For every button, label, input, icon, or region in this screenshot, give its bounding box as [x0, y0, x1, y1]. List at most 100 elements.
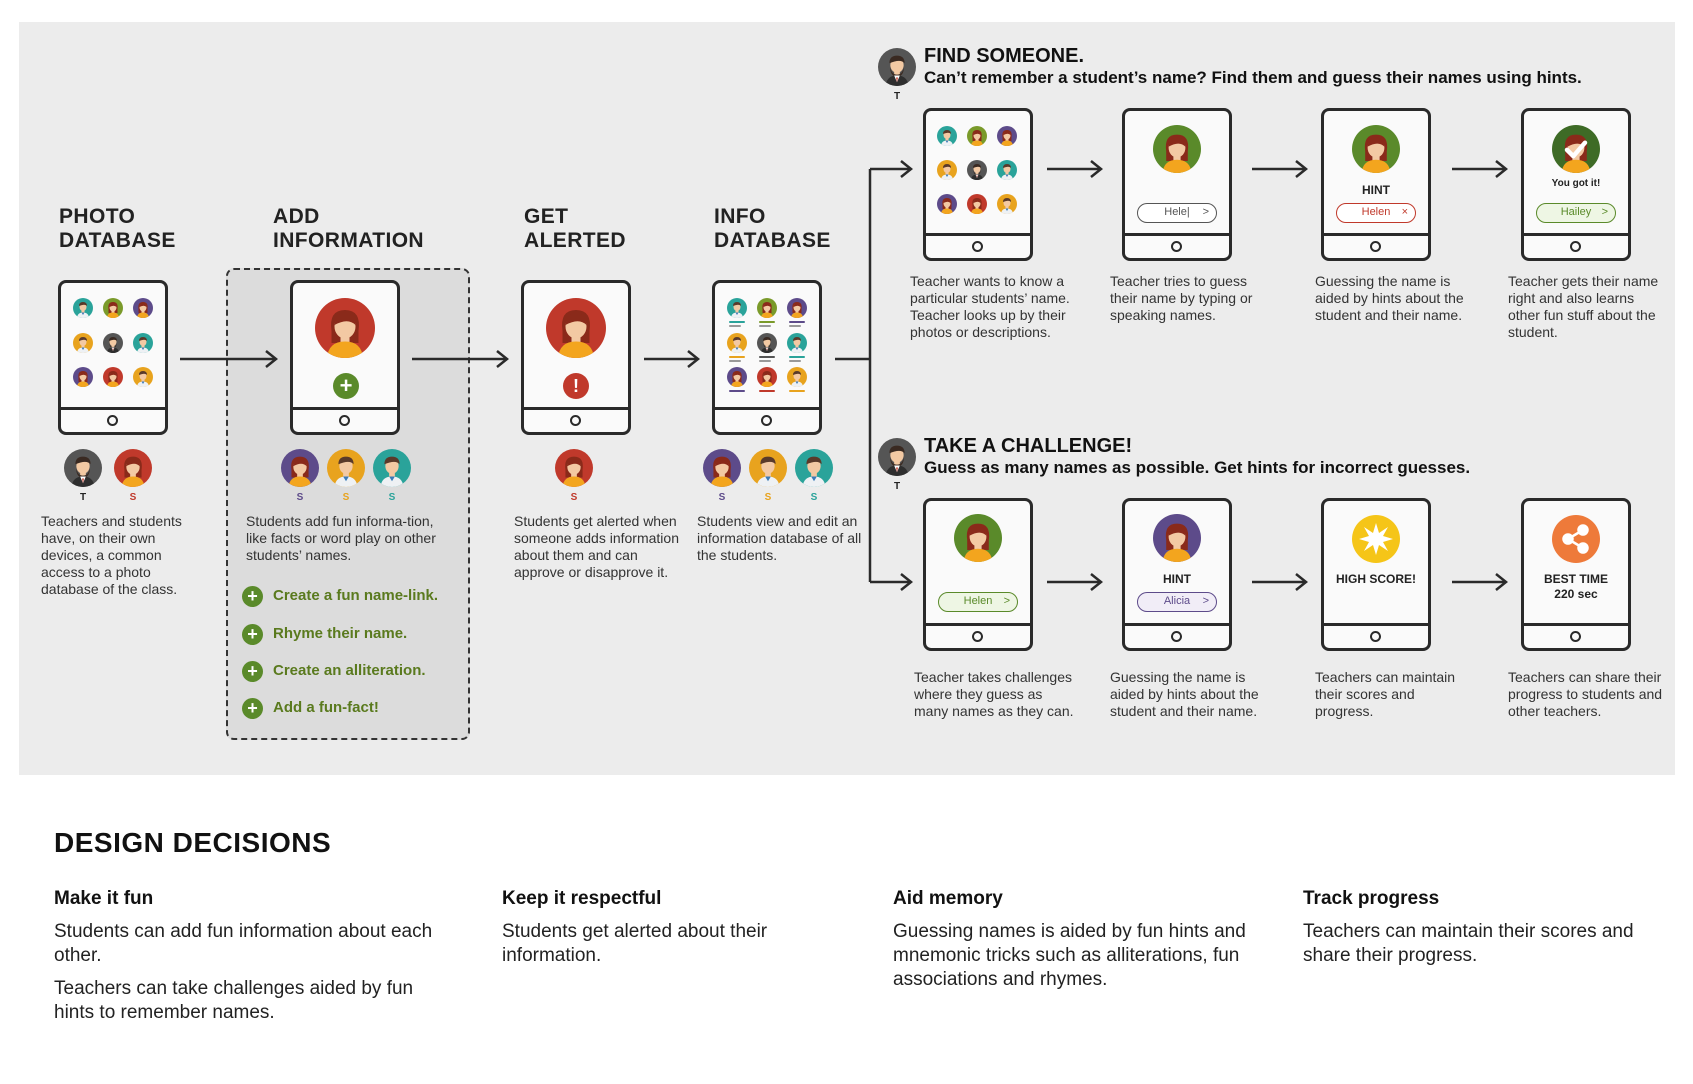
person-avatar[interactable]	[937, 160, 957, 180]
design-decisions-heading: DESIGN DECISIONS	[54, 827, 332, 858]
role-label: T	[893, 481, 901, 492]
decision-text-memory: Guessing names is aided by fun hints and…	[893, 921, 1246, 990]
plus-icon: +	[242, 698, 263, 719]
person-avatar	[103, 333, 123, 353]
student-avatar	[954, 514, 1002, 562]
role-label: S	[810, 492, 818, 503]
student-avatar	[749, 449, 787, 487]
find-someone-subtitle: Can’t remember a student’s name? Find th…	[924, 68, 1582, 87]
person-avatar	[133, 367, 153, 387]
role-label: S	[296, 492, 304, 503]
student-avatar	[555, 449, 593, 487]
person-avatar	[727, 333, 747, 353]
take-challenge-subtitle: Guess as many names as possible. Get hin…	[924, 458, 1471, 477]
person-avatar[interactable]	[997, 126, 1017, 146]
guess-input[interactable]: Hele|>	[1137, 203, 1217, 223]
teacher-avatar	[64, 449, 102, 487]
home-button-icon	[972, 631, 983, 642]
person-avatar	[757, 298, 777, 318]
student-avatar	[1352, 125, 1400, 173]
student-avatar	[703, 449, 741, 487]
chevron-right-icon[interactable]: >	[1202, 595, 1209, 607]
stage-description-add: Students add fun informa-tion, like fact…	[246, 513, 436, 563]
role-label: T	[893, 91, 901, 102]
challenge-guess-pill[interactable]: Helen>	[938, 592, 1018, 612]
person-avatar[interactable]	[967, 126, 987, 146]
stage-description-alert: Students get alerted when someone adds i…	[514, 513, 679, 580]
person-avatar	[727, 298, 747, 318]
home-button-icon	[107, 415, 118, 426]
role-label: S	[570, 492, 578, 503]
person-avatar[interactable]	[967, 160, 987, 180]
person-avatar[interactable]	[937, 194, 957, 214]
person-avatar	[103, 367, 123, 387]
person-avatar	[757, 367, 777, 387]
decision-title-fun: Make it fun	[54, 888, 154, 909]
decision-text-fun-1: Students can add fun information about e…	[54, 921, 433, 966]
correct-guess-pill[interactable]: Hailey>	[1536, 203, 1616, 223]
person-avatar	[787, 333, 807, 353]
person-avatar[interactable]	[997, 194, 1017, 214]
plus-icon: +	[242, 586, 263, 607]
student-avatar	[327, 449, 365, 487]
find-step-3-description: Guessing the name is aided by hints abou…	[1315, 273, 1464, 323]
person-avatar	[727, 367, 747, 387]
home-button-icon	[972, 241, 983, 252]
student-avatar	[795, 449, 833, 487]
home-button-icon	[761, 415, 772, 426]
find-someone-title: FIND SOMEONE.	[924, 45, 1085, 67]
find-step-2-description: Teacher tries to guess their name by typ…	[1110, 273, 1253, 323]
person-avatar	[757, 333, 777, 353]
person-avatar	[73, 367, 93, 387]
chevron-right-icon[interactable]: >	[1601, 206, 1608, 218]
person-avatar	[787, 298, 807, 318]
person-avatar[interactable]	[937, 126, 957, 146]
person-avatar	[103, 298, 123, 318]
decision-title-respectful: Keep it respectful	[502, 888, 662, 909]
person-avatar	[73, 333, 93, 353]
hint-label: HINT	[1163, 572, 1191, 586]
chevron-right-icon[interactable]: >	[1202, 206, 1209, 218]
person-avatar[interactable]	[967, 194, 987, 214]
role-label: S	[129, 492, 137, 503]
phone-find-hint	[1321, 108, 1431, 261]
home-button-icon	[1570, 631, 1581, 642]
wrong-guess-pill[interactable]: Helen×	[1336, 203, 1416, 223]
challenge-hint-pill[interactable]: Alicia>	[1137, 592, 1217, 612]
home-button-icon	[339, 415, 350, 426]
check-icon	[1552, 125, 1600, 173]
challenge-step-3-description: Teachers can maintain their scores and p…	[1315, 669, 1456, 719]
role-label: S	[764, 492, 772, 503]
student-avatar	[546, 298, 606, 358]
role-label: S	[718, 492, 726, 503]
person-avatar[interactable]	[997, 160, 1017, 180]
decision-text-respectful: Students get alerted about their informa…	[502, 921, 768, 966]
alert-icon: !	[563, 373, 589, 399]
find-step-1-description: Teacher wants to know a particular stude…	[910, 273, 1070, 340]
teacher-avatar	[878, 48, 916, 86]
student-avatar	[1153, 514, 1201, 562]
check-icon	[1558, 131, 1594, 167]
close-icon[interactable]: ×	[1401, 206, 1408, 218]
person-avatar	[73, 298, 93, 318]
role-label: S	[342, 492, 350, 503]
share-icon[interactable]	[1551, 514, 1601, 564]
you-got-it-label: You got it!	[1551, 178, 1601, 189]
find-step-4-description: Teacher gets their name right and also l…	[1508, 273, 1659, 340]
stage-description-info: Students view and edit an information da…	[697, 513, 862, 563]
student-avatar	[1153, 125, 1201, 173]
student-avatar	[281, 449, 319, 487]
best-time-label: BEST TIME	[1543, 572, 1608, 586]
chevron-right-icon[interactable]: >	[1003, 595, 1010, 607]
plus-icon: +	[242, 661, 263, 682]
phone-challenge-guess	[923, 498, 1033, 651]
teacher-avatar	[878, 438, 916, 476]
person-avatar	[133, 333, 153, 353]
role-label: S	[388, 492, 396, 503]
plus-icon: +	[242, 624, 263, 645]
home-button-icon	[1370, 631, 1381, 642]
